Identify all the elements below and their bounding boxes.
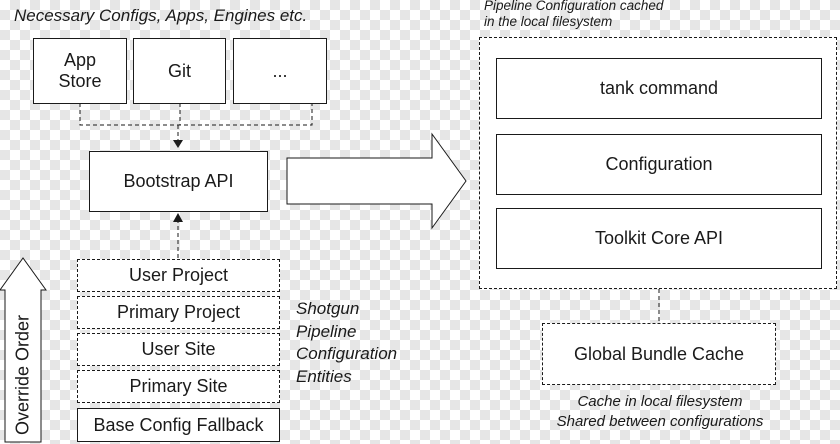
right-heading: Pipeline Configuration cached in the loc…: [484, 0, 663, 30]
cache-note-line-1: Cache in local filesystem: [577, 393, 743, 410]
git-box: Git: [133, 38, 226, 104]
ellipsis-box: ...: [233, 38, 327, 104]
sources-bracket: [79, 103, 313, 126]
override-order-label: Override Order: [12, 314, 33, 436]
tank-command-box: tank command: [496, 58, 822, 119]
entities-label-line-2: Pipeline: [296, 321, 357, 341]
override-order-arrow: [0, 257, 47, 443]
entities-label-line-4: Entities: [296, 366, 352, 386]
left-heading: Necessary Configs, Apps, Engines etc.: [14, 6, 308, 25]
stack-base-config-fallback: Base Config Fallback: [77, 408, 280, 442]
cache-note: Cache in local filesystem Shared between…: [540, 392, 780, 432]
global-bundle-cache-box: Global Bundle Cache: [542, 323, 776, 385]
stack-primary-site: Primary Site: [77, 370, 280, 403]
bootstrap-api-box: Bootstrap API: [89, 151, 268, 212]
entities-label: Shotgun Pipeline Configuration Entities: [296, 298, 397, 388]
app-store-box: App Store: [33, 38, 127, 104]
big-right-arrow: [286, 132, 467, 230]
right-heading-line-1: Pipeline Configuration cached: [484, 0, 664, 13]
toolkit-core-api-box: Toolkit Core API: [496, 208, 822, 269]
arrow-to-bootstrap-head: [173, 140, 183, 148]
stack-user-project: User Project: [77, 259, 280, 292]
right-heading-line-2: in the local filesystem: [484, 14, 613, 29]
stack-primary-project: Primary Project: [77, 296, 280, 329]
arrow-from-stack-head: [173, 213, 183, 222]
entities-label-line-1: Shotgun: [296, 299, 360, 318]
stack-user-site: User Site: [77, 333, 280, 366]
configuration-box: Configuration: [496, 134, 822, 195]
entities-label-line-3: Configuration: [296, 344, 398, 363]
cache-note-line-2: Shared between configurations: [556, 413, 764, 430]
